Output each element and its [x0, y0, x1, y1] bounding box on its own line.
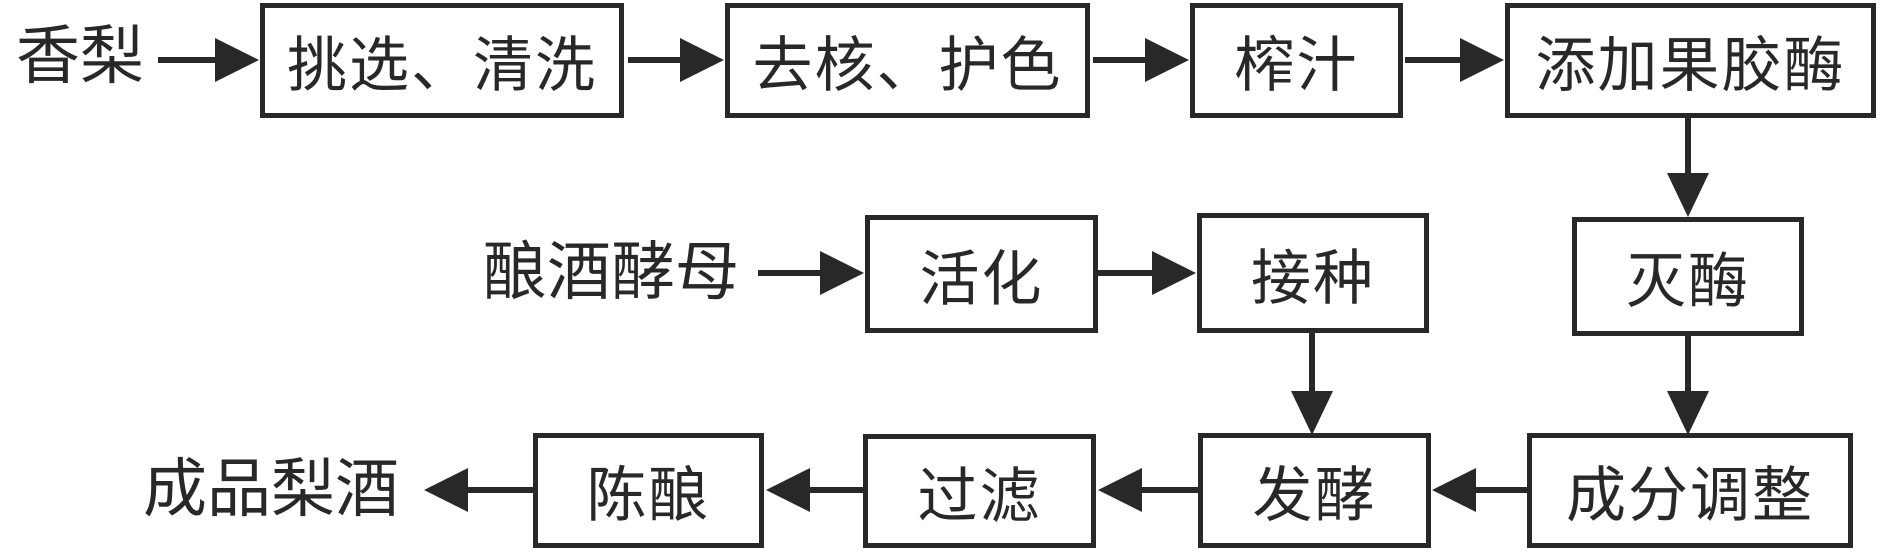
- arrow-ferment-to-filter-head: [1098, 468, 1142, 512]
- arrow-activate-to-inoculate-head: [1152, 251, 1196, 295]
- flow-node-core-color: 去核、护色: [725, 3, 1090, 118]
- arrow-filter-to-age-shaft: [810, 487, 863, 493]
- flow-node-kill-enzyme: 灭酶: [1572, 217, 1804, 336]
- flow-node-pectinase: 添加果胶酶: [1505, 3, 1876, 118]
- arrow-yeast-to-activate-shaft: [758, 270, 821, 276]
- arrow-age-to-product-shaft: [468, 487, 533, 493]
- flow-source-yeast-label: 酿酒酵母: [483, 236, 739, 310]
- arrow-filter-to-age-head: [766, 468, 810, 512]
- flow-node-select-wash: 挑选、清洗: [260, 3, 624, 118]
- flow-source-pear-label: 香梨: [16, 20, 144, 94]
- arrow-activate-to-inoculate-shaft: [1098, 270, 1153, 276]
- flow-node-inoculate: 接种: [1197, 213, 1429, 333]
- arrow-adjust-to-ferment-shaft: [1476, 487, 1527, 493]
- arrow-juice-to-pectinase-head: [1460, 38, 1504, 82]
- flow-node-age: 陈酿: [533, 433, 764, 548]
- arrow-killenzyme-to-adjust-shaft: [1685, 335, 1691, 393]
- arrow-yeast-to-activate-head: [820, 251, 864, 295]
- arrow-pectinase-to-killenzyme-shaft: [1685, 117, 1691, 175]
- arrow-corecolor-to-juice-head: [1145, 38, 1189, 82]
- arrow-adjust-to-ferment-head: [1432, 468, 1476, 512]
- arrow-pear-to-selectwash-shaft: [158, 57, 217, 63]
- arrow-juice-to-pectinase-shaft: [1405, 57, 1461, 63]
- arrow-killenzyme-to-adjust-head: [1667, 391, 1709, 435]
- arrow-selectwash-to-corecolor-shaft: [628, 57, 683, 63]
- arrow-selectwash-to-corecolor-head: [680, 38, 724, 82]
- arrow-corecolor-to-juice-shaft: [1093, 57, 1146, 63]
- arrow-inoculate-to-ferment-head: [1291, 391, 1333, 435]
- flow-node-adjust: 成分调整: [1527, 433, 1853, 548]
- arrow-pear-to-selectwash-head: [215, 38, 259, 82]
- arrow-ferment-to-filter-shaft: [1142, 487, 1198, 493]
- arrow-inoculate-to-ferment-shaft: [1309, 332, 1315, 393]
- flow-node-ferment: 发酵: [1198, 433, 1431, 548]
- arrow-age-to-product-head: [424, 468, 468, 512]
- flow-node-activate: 活化: [865, 215, 1098, 333]
- flow-product-label: 成品梨酒: [143, 453, 399, 527]
- flow-node-filter: 过滤: [863, 434, 1096, 548]
- flow-node-juice: 榨汁: [1190, 3, 1403, 118]
- arrow-pectinase-to-killenzyme-head: [1667, 173, 1709, 217]
